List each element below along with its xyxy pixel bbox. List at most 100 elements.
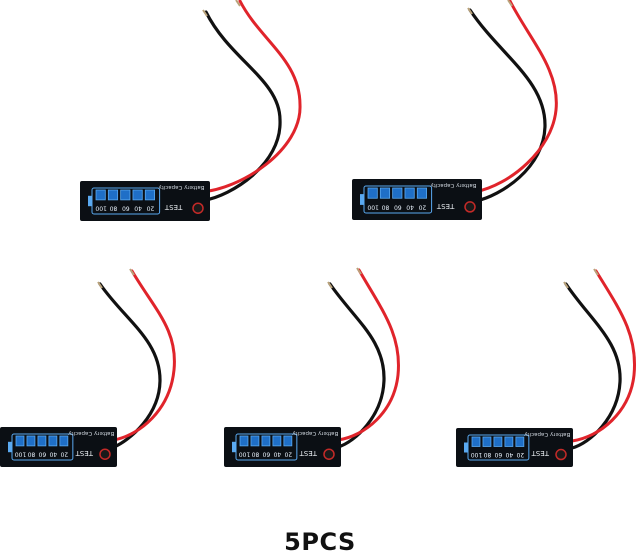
test-button xyxy=(555,448,567,461)
level-label: 40 xyxy=(505,451,513,458)
battery-outline xyxy=(363,185,433,214)
wire-tip xyxy=(507,0,513,7)
led-segment xyxy=(493,436,503,447)
test-label: TEST xyxy=(531,449,550,457)
board-title: Battery Capacity xyxy=(158,184,205,190)
led-segment xyxy=(250,435,260,447)
level-label: 100 xyxy=(95,205,107,212)
board-title: Battery Capacity xyxy=(67,430,114,436)
level-label: 20 xyxy=(284,451,292,458)
black-wire xyxy=(98,282,162,449)
wire-tip xyxy=(356,267,362,275)
battery-terminal xyxy=(88,195,92,207)
red-wire xyxy=(336,268,401,442)
led-segment xyxy=(95,189,106,201)
led-segment xyxy=(15,435,25,447)
led-segment xyxy=(59,435,69,447)
level-label: 40 xyxy=(406,203,414,210)
wire-tip xyxy=(97,281,103,289)
led-segment xyxy=(379,187,391,199)
level-label: 40 xyxy=(49,451,57,458)
wire-tip xyxy=(563,281,569,289)
red-wire xyxy=(473,0,558,194)
level-label: 60 xyxy=(262,451,270,458)
led-segment xyxy=(239,435,249,447)
led-segment xyxy=(144,189,155,201)
quantity-caption: 5PCS xyxy=(284,528,356,556)
wire-tip xyxy=(593,268,599,276)
battery-outline xyxy=(235,433,298,461)
level-label: 60 xyxy=(38,451,46,458)
level-label: 60 xyxy=(394,203,402,210)
red-wire xyxy=(112,269,176,442)
level-label: 80 xyxy=(109,205,117,212)
red-wire xyxy=(570,269,637,443)
led-segment xyxy=(261,435,271,447)
battery-outline xyxy=(91,187,161,215)
test-button xyxy=(192,202,204,214)
level-label: 40 xyxy=(273,451,281,458)
led-segment xyxy=(37,435,47,447)
board-title: Battery Capacity xyxy=(523,431,570,437)
led-segment xyxy=(48,435,58,447)
wire-tip xyxy=(129,268,135,276)
led-segment xyxy=(120,189,131,201)
red-wire xyxy=(198,0,302,194)
board-title: Battery Capacity xyxy=(291,430,338,436)
test-label: TEST xyxy=(75,449,94,457)
black-wire xyxy=(468,8,547,203)
test-label: TEST xyxy=(299,449,318,457)
level-label: 20 xyxy=(418,203,426,210)
battery-terminal xyxy=(360,194,364,205)
level-label: 100 xyxy=(367,203,379,210)
test-button xyxy=(323,448,335,460)
test-label: TEST xyxy=(164,203,183,211)
level-label: 20 xyxy=(516,451,524,458)
test-label: TEST xyxy=(436,202,455,210)
level-label: 60 xyxy=(494,451,502,458)
led-segment xyxy=(272,435,282,447)
level-label: 80 xyxy=(27,451,35,458)
level-label: 60 xyxy=(122,205,130,212)
test-button xyxy=(464,201,476,213)
battery-terminal xyxy=(232,441,236,453)
wire-tip xyxy=(327,281,333,289)
level-label: 20 xyxy=(146,205,154,212)
level-label: 40 xyxy=(134,205,142,212)
level-label: 80 xyxy=(381,203,389,210)
led-segment xyxy=(404,187,415,199)
wire-tip xyxy=(467,7,473,15)
wire-tip xyxy=(235,0,241,7)
black-wire xyxy=(203,10,282,202)
black-wire xyxy=(564,282,622,450)
battery-outline xyxy=(11,433,74,461)
led-segment xyxy=(107,189,119,201)
level-label: 80 xyxy=(483,451,491,458)
battery-outline xyxy=(467,434,530,461)
wire-tip xyxy=(202,9,208,17)
black-wire xyxy=(328,282,386,449)
led-segment xyxy=(132,189,143,201)
led-segment xyxy=(515,436,525,447)
led-segment xyxy=(482,436,492,447)
led-segment xyxy=(504,436,514,447)
level-label: 100 xyxy=(239,451,251,458)
level-label: 20 xyxy=(60,451,68,458)
board-title: Battery Capacity xyxy=(430,182,477,188)
level-label: 100 xyxy=(471,451,483,458)
led-segment xyxy=(26,435,36,447)
led-segment xyxy=(416,187,427,199)
level-label: 100 xyxy=(15,451,27,458)
battery-terminal xyxy=(464,442,468,453)
led-segment xyxy=(392,187,403,199)
led-segment xyxy=(367,187,378,199)
led-segment xyxy=(283,435,293,447)
led-segment xyxy=(471,436,481,447)
battery-terminal xyxy=(8,441,12,453)
